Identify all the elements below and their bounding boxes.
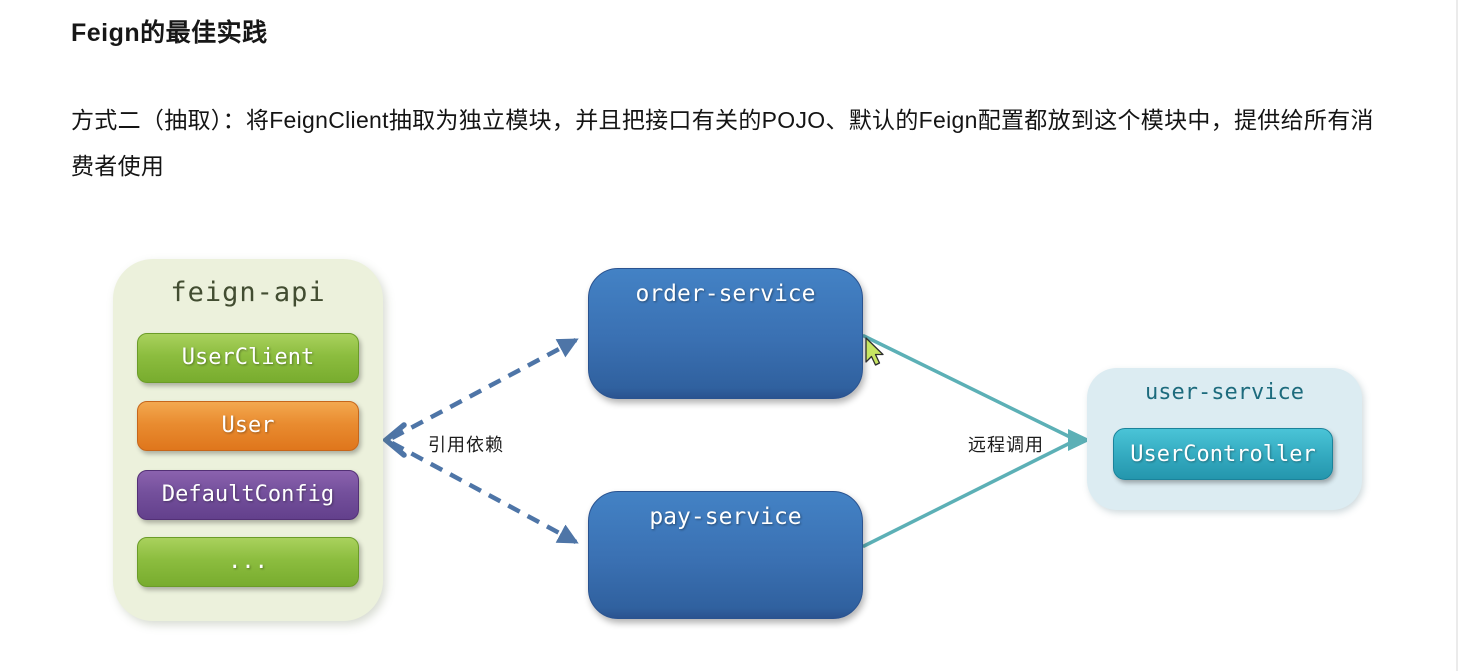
- user-service-title: user-service: [1145, 380, 1304, 405]
- module-user: User: [137, 401, 359, 451]
- module-userclient: UserClient: [137, 333, 359, 383]
- pay-service-box: pay-service: [588, 491, 863, 619]
- body-paragraph: 方式二（抽取）：将FeignClient抽取为独立模块，并且把接口有关的POJO…: [71, 107, 1374, 179]
- order-service-label: order-service: [635, 281, 816, 307]
- page-right-edge: [1456, 0, 1458, 671]
- order-service-box: order-service: [588, 268, 863, 399]
- user-service-container: user-service UserController: [1087, 368, 1362, 510]
- feign-api-title: feign-api: [170, 277, 326, 308]
- feign-api-container: feign-api UserClient User DefaultConfig …: [113, 259, 383, 621]
- usercontroller-box: UserController: [1113, 428, 1333, 480]
- dependency-label: 引用依赖: [428, 435, 504, 455]
- module-ellipsis: ...: [137, 537, 359, 587]
- remote-call-label: 远程调用: [968, 435, 1044, 455]
- dependency-arrowhead-left: [381, 422, 407, 458]
- pay-service-label: pay-service: [649, 504, 802, 530]
- module-defaultconfig: DefaultConfig: [137, 470, 359, 520]
- page-title: Feign的最佳实践: [71, 19, 268, 47]
